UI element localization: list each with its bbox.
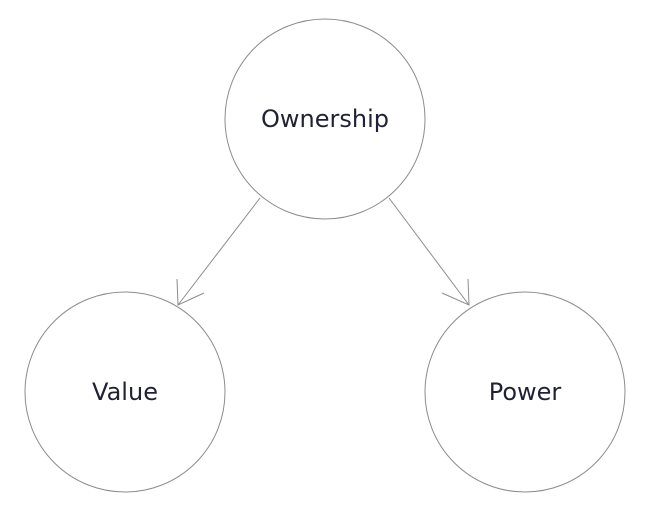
- arrowhead-value: [176, 278, 205, 306]
- edge-line-ownership-power: [388, 197, 470, 306]
- node-power-label: Power: [489, 378, 562, 406]
- node-value-label: Value: [92, 378, 158, 406]
- node-value: Value: [24, 291, 226, 493]
- node-ownership-circle: [224, 18, 426, 220]
- edge-ownership-to-power: [388, 197, 470, 306]
- node-power: Power: [424, 291, 626, 493]
- arrowhead-power: [441, 278, 470, 306]
- edge-ownership-to-value: [176, 197, 261, 306]
- node-ownership: Ownership: [224, 18, 426, 220]
- node-power-circle: [424, 291, 626, 493]
- edge-line-ownership-value: [177, 197, 261, 306]
- node-value-circle: [24, 291, 226, 493]
- node-ownership-label: Ownership: [261, 105, 389, 133]
